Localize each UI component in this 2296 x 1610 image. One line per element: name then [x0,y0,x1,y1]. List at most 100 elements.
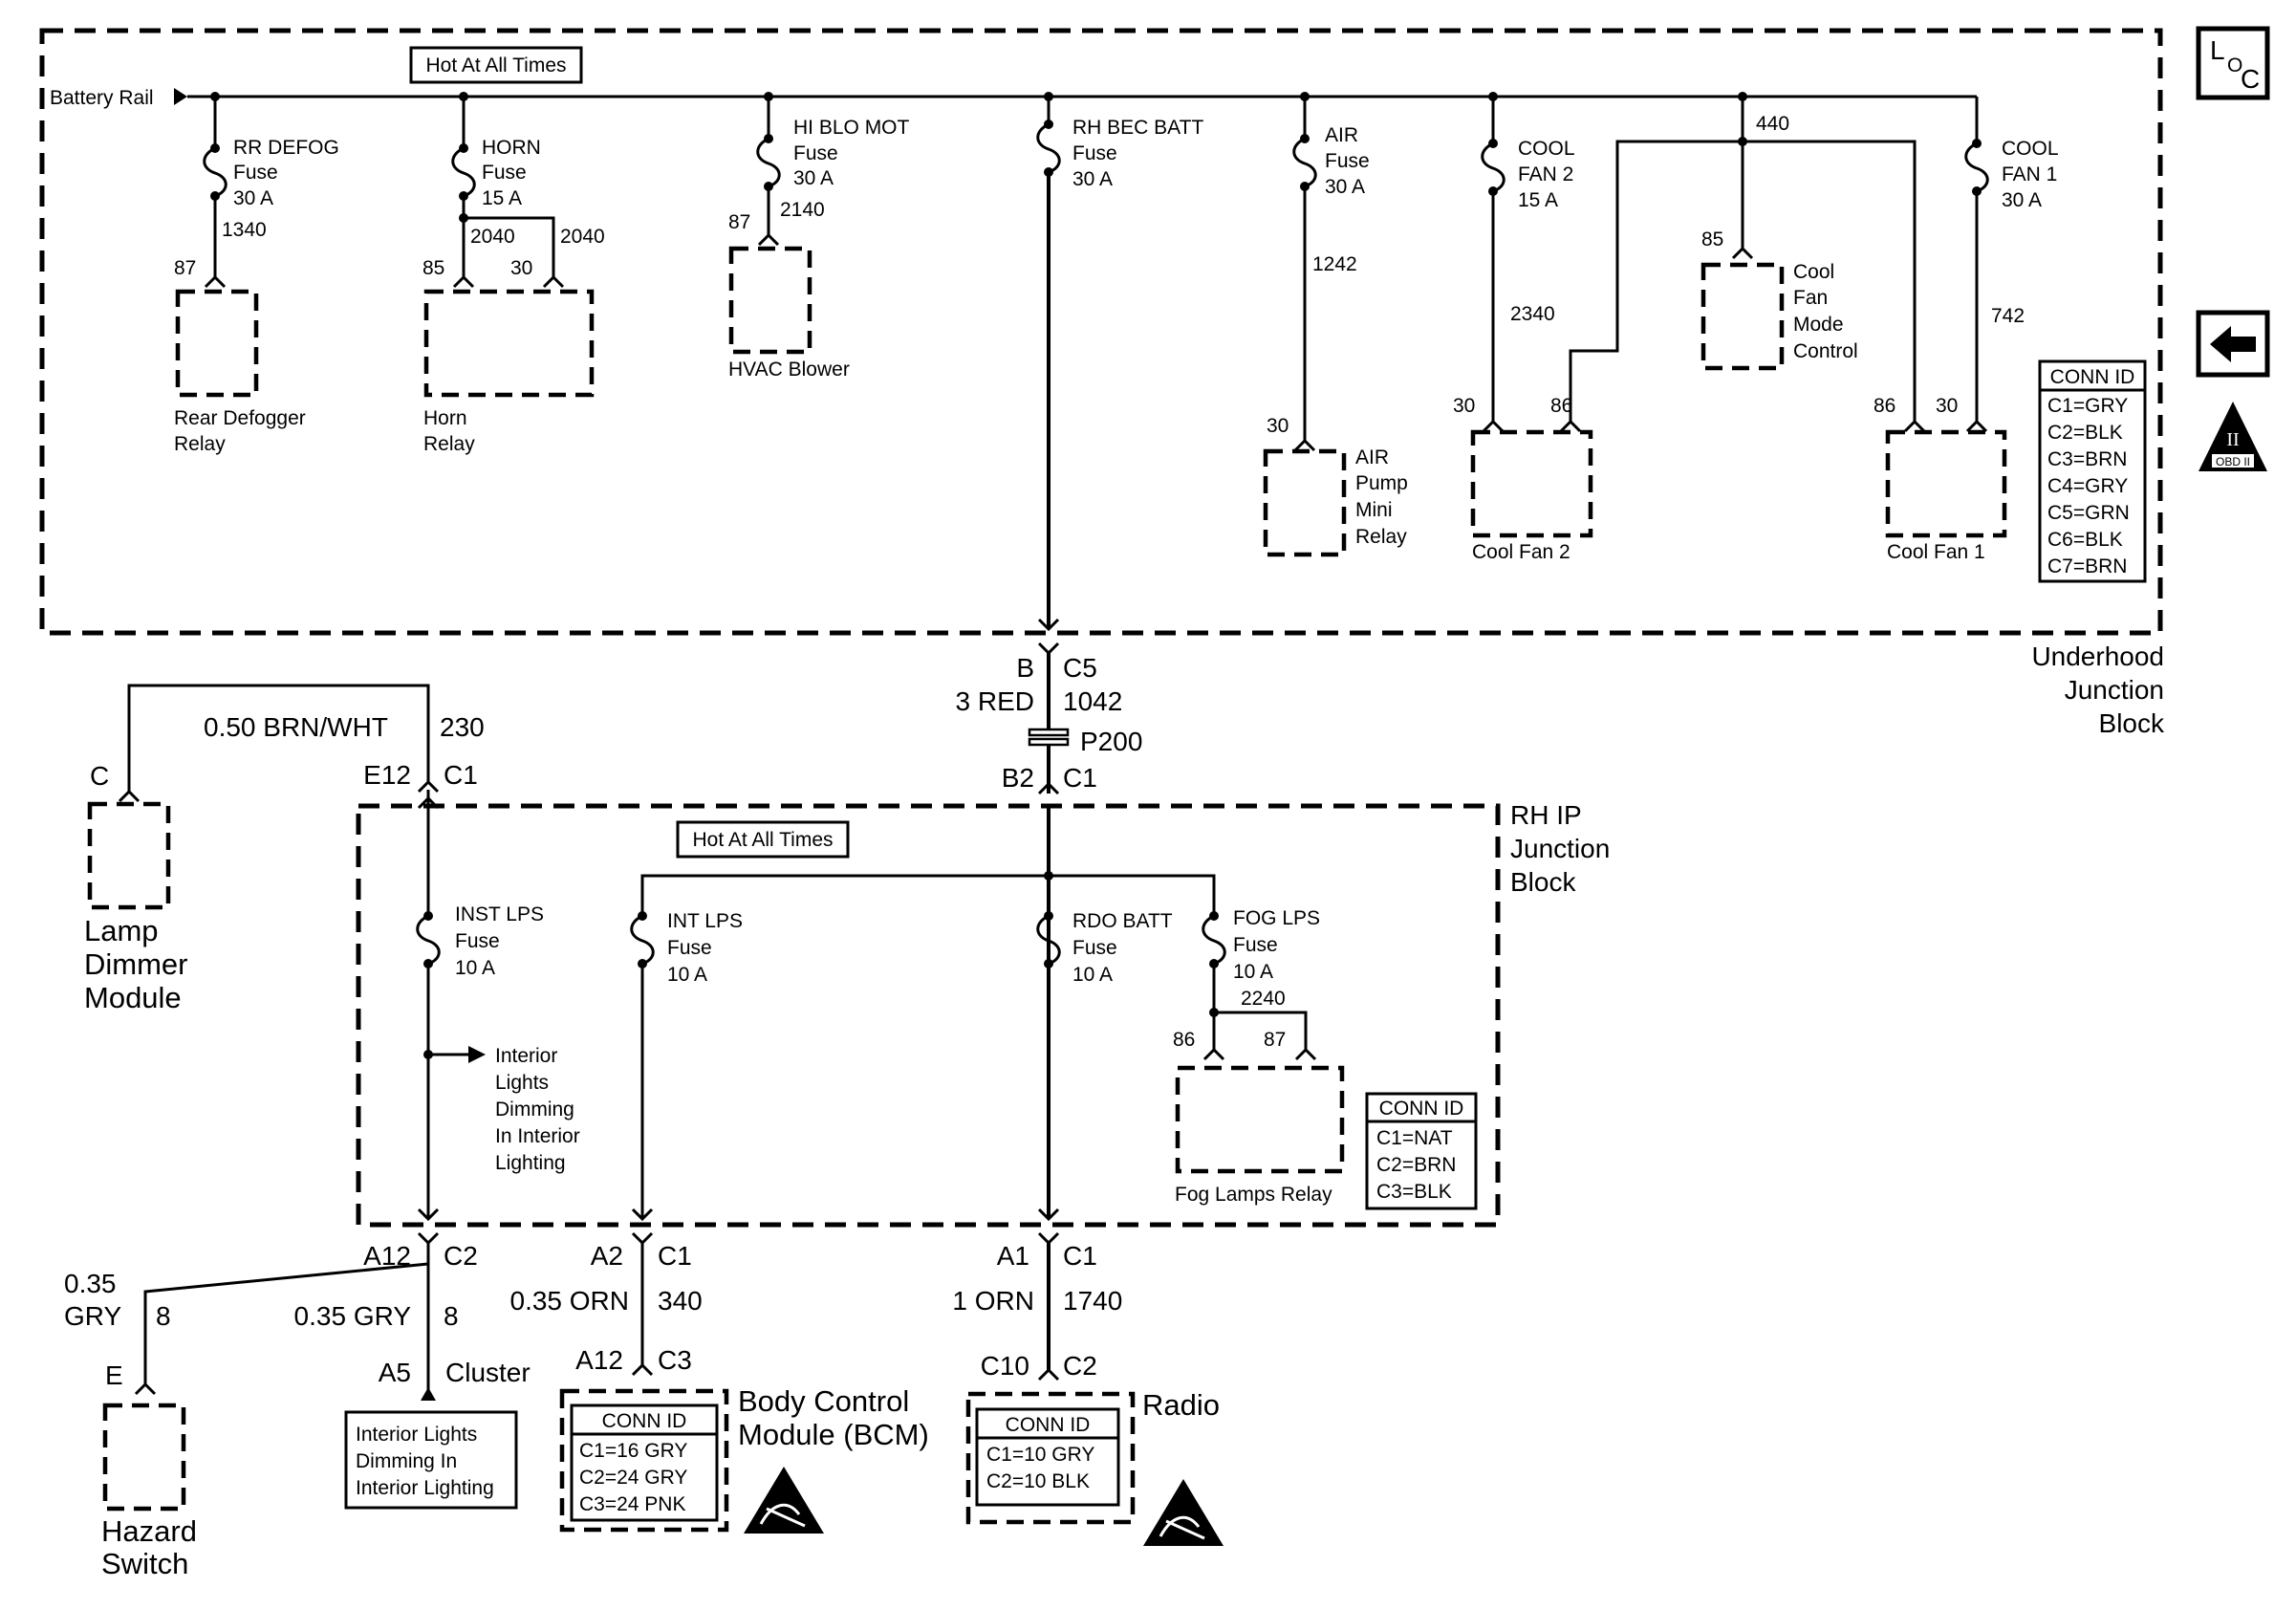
rh-bec-batt-fuse: RH BEC BATT Fuse 30 A [1036,97,1203,632]
svg-text:C1=16 GRY: C1=16 GRY [579,1440,687,1462]
connector-c5: C5 [1063,653,1097,683]
svg-text:Fuse: Fuse [1325,150,1370,172]
underhood-block-label: Underhood Junction Block [2031,642,2165,738]
svg-text:C3=24 PNK: C3=24 PNK [579,1493,685,1515]
wire-0-50-brn-wht: 0.50 BRN/WHT [204,712,388,742]
svg-text:15 A: 15 A [1518,189,1558,211]
pin-c10: C10 [981,1351,1029,1381]
inst-lps-fuse: INST LPS Fuse 10 A [416,808,544,1222]
wire-3-red: 3 RED [956,686,1034,716]
svg-text:C6=BLK: C6=BLK [2047,529,2123,551]
rh-ip-block-outline [356,803,1501,1228]
svg-text:COOL: COOL [1518,138,1575,160]
svg-text:Interior: Interior [495,1045,557,1067]
svg-text:C5=GRN: C5=GRN [2047,502,2130,524]
battery-rail-label: Battery Rail [50,87,154,109]
loc-icon[interactable]: L O C [2196,26,2270,100]
circuit-340: 340 [658,1286,703,1316]
pin-b: B [1016,653,1034,683]
svg-text:10 A: 10 A [667,964,707,986]
svg-text:Fuse: Fuse [793,142,838,164]
pin-86-fog: 86 [1173,1029,1195,1051]
svg-text:C2=24 GRY: C2=24 GRY [579,1467,687,1489]
svg-text:Fuse: Fuse [1072,142,1117,164]
svg-text:FOG LPS: FOG LPS [1233,907,1320,929]
splice-p200: P200 [1080,727,1142,756]
svg-text:Module (BCM): Module (BCM) [738,1418,929,1451]
esd-warning-icon-radio [1143,1479,1224,1546]
air-fuse: AIR Fuse 30 A 1242 30 [1267,97,1370,452]
pin-86-fan1: 86 [1874,395,1895,417]
c5-to-c1-link: B C5 3 RED 1042 P200 B2 C1 [956,642,1142,795]
svg-text:Cool: Cool [1793,261,1834,283]
circuit-742: 742 [1991,305,2025,327]
svg-text:Mini: Mini [1355,499,1393,521]
svg-text:Block: Block [2099,708,2165,738]
hot-at-all-times-label: Hot At All Times [425,54,566,76]
svg-text:C1=10 GRY: C1=10 GRY [986,1444,1094,1466]
svg-text:Dimming: Dimming [495,1099,574,1120]
underhood-hot-at-all-times: Hot At All Times [409,46,583,84]
svg-text:Relay: Relay [174,433,226,455]
pin-e: E [105,1360,123,1390]
wire-0-35-gry: 0.35 GRY [294,1301,412,1331]
connector-c2: C2 [444,1241,478,1271]
pin-87-hvac: 87 [728,211,750,233]
svg-text:Lights: Lights [495,1072,549,1094]
svg-text:C1=NAT: C1=NAT [1376,1127,1453,1149]
svg-text:HI BLO MOT: HI BLO MOT [793,117,910,139]
rh-ip-junction-block: Hot At All Times INST LPS Fuse 10 A Inte… [356,800,1610,1228]
svg-text:Horn: Horn [423,407,467,429]
bcm-circuit: A2 C1 0.35 ORN 340 A12 C3 [510,1231,703,1377]
svg-text:C: C [2241,64,2260,94]
circuit-2340: 2340 [1510,303,1555,325]
svg-text:10 A: 10 A [455,957,495,979]
pin-30-fan1: 30 [1936,395,1958,417]
svg-text:Fuse: Fuse [667,937,712,959]
svg-text:OBD II: OBD II [2216,455,2250,468]
rh-ip-conn-id-table: CONN ID C1=NAT C2=BRN C3=BLK [1365,1092,1478,1210]
pin-a12: A12 [363,1241,411,1271]
svg-text:HORN: HORN [482,137,541,159]
circuit-230: 230 [440,712,485,742]
svg-text:Interior Lights: Interior Lights [356,1424,477,1446]
svg-text:C7=BRN: C7=BRN [2047,555,2127,577]
wire-1-orn: 1 ORN [952,1286,1034,1316]
circuit-440-branch: 440 86 85 86 [1550,97,1926,433]
pin-a1: A1 [997,1241,1029,1271]
back-arrow-icon[interactable] [2196,310,2270,378]
svg-text:CONN ID: CONN ID [2050,366,2135,388]
svg-text:Body Control: Body Control [738,1384,909,1418]
pin-87-fog: 87 [1264,1029,1286,1051]
svg-text:30 A: 30 A [233,187,273,209]
svg-text:Fuse: Fuse [1233,934,1278,956]
pin-e12: E12 [363,760,411,790]
svg-text:Lamp: Lamp [84,914,159,947]
air-pump-mini-relay: AIR Pump Mini Relay [1263,446,1408,557]
circuit-2040-b: 2040 [560,226,605,248]
svg-text:In Interior: In Interior [495,1125,580,1147]
esd-warning-icon [744,1467,824,1534]
svg-text:FAN 2: FAN 2 [1518,163,1573,185]
connector-c1-radio: C1 [1063,1241,1097,1271]
cool-fan-1-fuse: COOL FAN 1 30 A 742 30 [1936,97,2059,433]
svg-text:L: L [2210,35,2225,65]
svg-text:C3=BRN: C3=BRN [2047,448,2127,470]
pin-30-air: 30 [1267,415,1289,437]
hazard-cluster-circuit: A12 C2 0.35 GRY 8 0.35 GRY 8 E A5 Cluste… [64,1231,531,1401]
pin-86-fan2: 86 [1550,395,1572,417]
cool-fan-1-relay: Cool Fan 1 [1885,429,2007,563]
connector-c1-dimmer: C1 [444,760,478,790]
svg-text:Junction: Junction [1510,834,1610,863]
wire-0-35: 0.35 [64,1269,117,1298]
svg-text:30 A: 30 A [793,167,834,189]
connector-c3: C3 [658,1345,692,1375]
circuit-2040-a: 2040 [470,226,515,248]
svg-text:HVAC Blower: HVAC Blower [728,359,850,381]
rr-defog-fuse: RR DEFOG Fuse 30 A 1340 87 [174,97,339,289]
interior-lights-dimming-note: Interior Lights Dimming In Interior Ligh… [495,1045,580,1174]
pin-b2: B2 [1002,763,1034,793]
svg-text:AIR: AIR [1355,446,1389,468]
svg-text:10 A: 10 A [1233,961,1273,983]
